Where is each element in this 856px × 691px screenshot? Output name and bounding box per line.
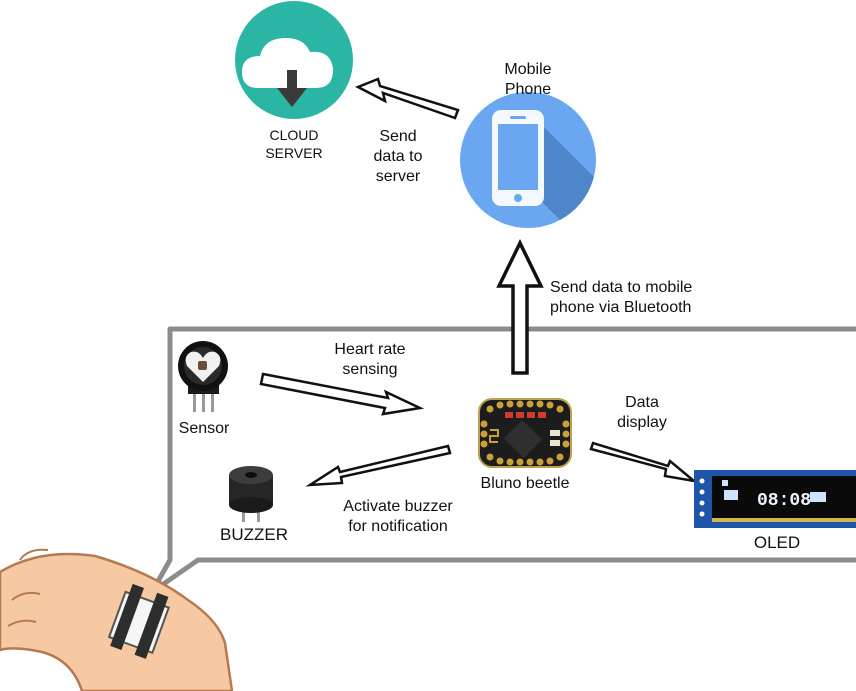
cloud-server-label: CLOUD SERVER [265, 127, 323, 161]
heart-rate-sensing-label: Heart rate sensing [334, 341, 406, 378]
bluno-beetle-label: Bluno beetle [480, 475, 570, 492]
mobile-phone-label: Mobile Phone [504, 61, 552, 98]
arrow-board-to-buzzer [305, 444, 452, 487]
oled-screen-text: 08:08 [757, 491, 811, 511]
sensor-label: Sensor [178, 420, 230, 437]
arrow-board-to-phone [496, 239, 544, 375]
send-data-bluetooth-label: Send data to mobile phone via Bluetooth [550, 279, 693, 316]
send-data-to-server-label: Send data to server [373, 128, 423, 185]
heart-rate-sensor-icon [178, 341, 228, 412]
wrist-with-wearable [0, 548, 234, 691]
mobile-phone-icon [460, 92, 596, 228]
arrow-phone-to-cloud [355, 77, 460, 120]
activate-buzzer-label: Activate buzzer for notification [343, 498, 453, 535]
buzzer-label: BUZZER [220, 525, 288, 544]
wearable-device-icon [107, 583, 171, 659]
arrow-sensor-to-board [259, 372, 425, 416]
buzzer-icon [229, 466, 273, 522]
cloud-server-icon [235, 1, 353, 119]
oled-display-icon: 08:08 [694, 470, 856, 528]
oled-label: OLED [753, 533, 801, 552]
callout-frame [149, 326, 856, 595]
arrow-board-to-oled [589, 441, 699, 484]
data-display-label: Data display [617, 394, 667, 431]
bluno-beetle-board-icon [478, 398, 572, 468]
